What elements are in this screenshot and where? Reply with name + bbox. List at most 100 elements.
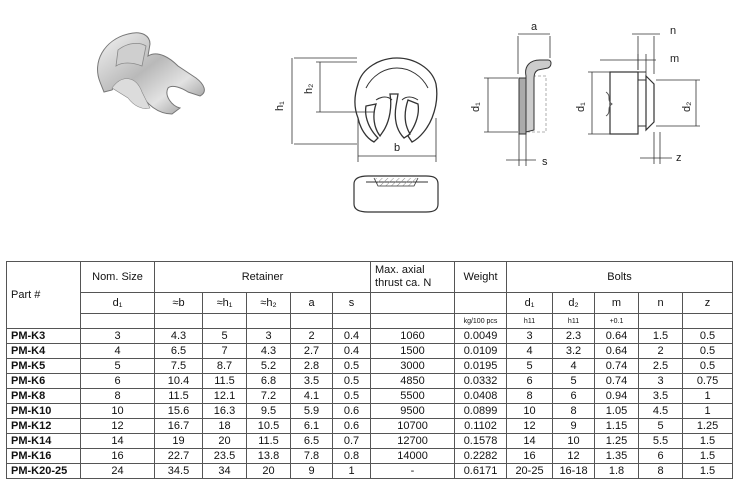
value-cell: 20 [246, 463, 291, 479]
part-number-cell: PM-K6 [6, 373, 81, 389]
value-cell: 1.35 [594, 448, 640, 464]
eclip-front-view [354, 57, 438, 143]
subheader-cell [454, 292, 508, 314]
value-cell: 0.74 [594, 358, 640, 374]
drawing-area: h₁ h₂ b a d₁ s [0, 0, 738, 250]
value-cell: 0.64 [594, 343, 640, 359]
value-cell: 11.5 [246, 433, 291, 449]
value-cell: 2.8 [290, 358, 333, 374]
dim-h2-label: h₂ [303, 84, 315, 94]
value-cell: 10.5 [246, 418, 291, 434]
value-cell: 1.5 [638, 328, 684, 344]
value-cell: 1.25 [682, 418, 734, 434]
value-cell: 3.2 [552, 343, 596, 359]
value-cell: 3 [506, 328, 554, 344]
value-cell: 2.7 [290, 343, 333, 359]
tolerance-m: +0.1 [594, 313, 640, 329]
eclip-side-view [518, 59, 552, 135]
value-cell: 0.7 [331, 433, 372, 449]
value-cell: 13.8 [246, 448, 291, 464]
value-cell: 1 [682, 388, 734, 404]
subheader-cell: z [682, 292, 734, 314]
technical-drawing: h₁ h₂ b a d₁ s [97, 21, 700, 213]
value-cell: 9 [552, 418, 596, 434]
value-cell: 0.8 [331, 448, 372, 464]
value-cell: 8 [80, 388, 155, 404]
header-part: Part # [6, 261, 81, 329]
bolt-view [605, 71, 655, 135]
value-cell: 3.5 [290, 373, 333, 389]
value-cell: 4.3 [246, 343, 291, 359]
value-cell: 3 [638, 373, 684, 389]
value-cell: 0.0049 [454, 328, 508, 344]
value-cell: 16.3 [202, 403, 247, 419]
value-cell: 7.8 [290, 448, 333, 464]
subheader-cell: d₂ [552, 292, 596, 314]
value-cell: 2 [638, 343, 684, 359]
value-cell: 2.5 [638, 358, 684, 374]
eclip-photo [97, 32, 205, 115]
dim-h1-label: h₁ [274, 101, 286, 111]
value-cell: 15.6 [154, 403, 203, 419]
value-cell: 0.1102 [454, 418, 508, 434]
value-cell: 0.0195 [454, 358, 508, 374]
header-retainer: Retainer [153, 261, 372, 293]
value-cell: 0.0332 [454, 373, 508, 389]
value-cell: 4850 [370, 373, 456, 389]
value-cell: 1.25 [594, 433, 640, 449]
dim-z-label: z [676, 152, 682, 164]
value-cell: 10.4 [154, 373, 203, 389]
value-cell: 5 [80, 358, 155, 374]
value-cell: 5.5 [638, 433, 684, 449]
value-cell: 5 [638, 418, 684, 434]
part-number-cell: PM-K16 [6, 448, 81, 464]
value-cell: 12 [552, 448, 596, 464]
value-cell: 1.5 [682, 448, 734, 464]
value-cell: 9.5 [246, 403, 291, 419]
value-cell: 16.7 [154, 418, 203, 434]
value-cell: 7 [202, 343, 247, 359]
dim-d2-label: d₂ [681, 102, 693, 112]
value-cell: 10 [80, 403, 155, 419]
value-cell: 0.0899 [454, 403, 508, 419]
part-number-cell: PM-K10 [6, 403, 81, 419]
value-cell: 1.8 [594, 463, 640, 479]
value-cell: 3 [246, 328, 291, 344]
value-cell: 10 [506, 403, 554, 419]
value-cell: 5 [506, 358, 554, 374]
value-cell: 0.5 [682, 328, 734, 344]
value-cell: 23.5 [202, 448, 247, 464]
value-cell: 8 [506, 388, 554, 404]
subheader-cell: n [638, 292, 684, 314]
value-cell: 0.5 [331, 388, 372, 404]
value-cell: 4.3 [154, 328, 203, 344]
value-cell: 12 [506, 418, 554, 434]
subheader-cell: d₁ [80, 292, 155, 314]
value-cell: 1500 [370, 343, 456, 359]
value-cell: 0.4 [331, 328, 372, 344]
value-cell: 6.1 [290, 418, 333, 434]
header-thrust: Max. axial thrust ca. N [370, 261, 456, 293]
part-number-cell: PM-K20-25 [6, 463, 81, 479]
value-cell: 1.05 [594, 403, 640, 419]
part-number-cell: PM-K3 [6, 328, 81, 344]
value-cell: 4 [506, 343, 554, 359]
dim-m-label: m [670, 53, 679, 65]
eclip-edge-view [353, 175, 439, 213]
part-number-cell: PM-K4 [6, 343, 81, 359]
value-cell: 6.5 [290, 433, 333, 449]
subheader-cell: ≈b [154, 292, 203, 314]
table-tolerance-row: kg/100 pcs h11 h11 +0.1 [7, 313, 734, 329]
value-cell: 0.75 [682, 373, 734, 389]
tolerance-weight: kg/100 pcs [454, 313, 508, 329]
value-cell: 6 [552, 388, 596, 404]
value-cell: 34.5 [154, 463, 203, 479]
value-cell: 0.5 [331, 373, 372, 389]
value-cell: 12.1 [202, 388, 247, 404]
value-cell: 5500 [370, 388, 456, 404]
dim-d1-bolt-label: d₁ [575, 102, 587, 112]
